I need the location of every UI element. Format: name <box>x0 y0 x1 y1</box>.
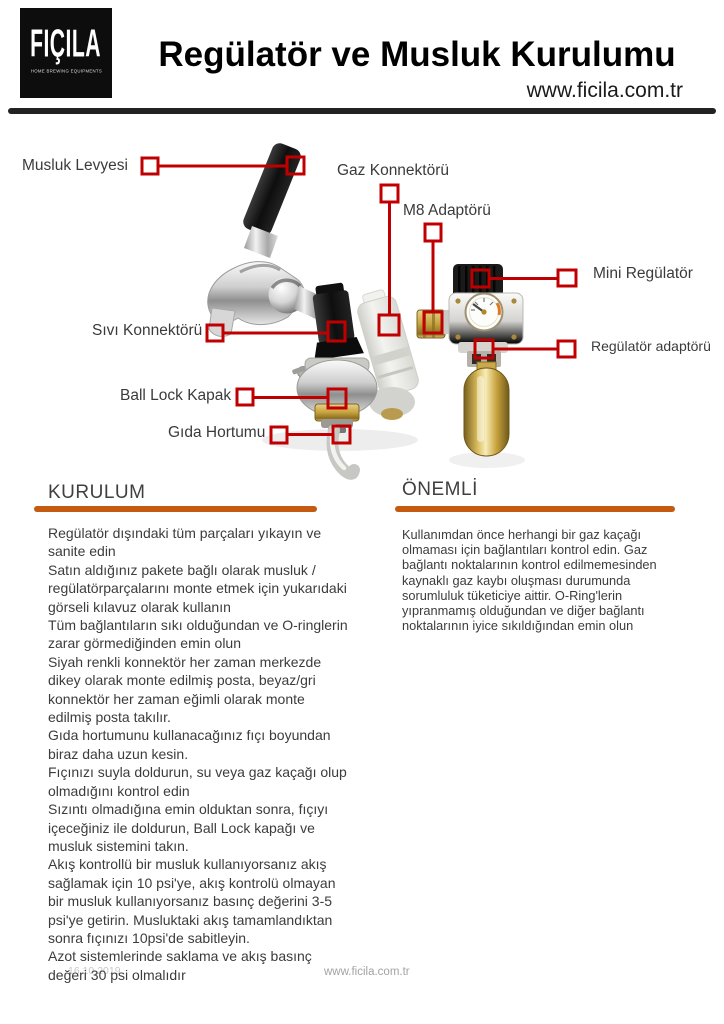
photo-shadows <box>262 429 525 468</box>
kurulum-paragraph: Sızıntı olmadığına emin olduktan sonra, … <box>48 801 329 854</box>
header-website: www.ficila.com.tr <box>526 79 683 102</box>
label-m8-adaptoru: M8 Adaptörü <box>403 202 491 219</box>
kurulum-paragraph: Akış kontrollü bir musluk kullanıyorsanı… <box>48 856 336 946</box>
kurulum-text: Regülatör dışındaki tüm parçaları yıkayı… <box>48 524 350 984</box>
mini-regulator-part <box>442 264 524 457</box>
section-heading-onemli: ÖNEMLİ <box>402 479 478 500</box>
product-illustration <box>140 143 578 480</box>
brand-logo: FIÇILA HOME BREWING EQUIPMENTS <box>20 8 112 98</box>
pressure-gauge <box>464 292 504 332</box>
footer-website: www.ficila.com.tr <box>324 966 410 978</box>
faucet-part <box>207 143 323 337</box>
coupler-right-brass <box>381 408 403 420</box>
onemli-text: Kullanımdan önce herhangi bir gaz kaçağı… <box>402 527 692 633</box>
brand-logo-text: FIÇILA <box>30 20 102 65</box>
callout-target-mini-regulator <box>470 268 491 289</box>
page-title: Regülatör ve Musluk Kurulumu <box>158 35 676 74</box>
coupler-right-metal <box>369 387 415 417</box>
callout-box-regulator-adaptoru <box>556 339 577 359</box>
footer-date: 16.10.2019 <box>68 965 121 977</box>
callout-box-gida-hortumu <box>269 425 289 445</box>
callout-box-mini-regulator <box>556 268 578 288</box>
kurulum-paragraph: Regülatör dışındaki tüm parçaları yıkayı… <box>48 525 322 560</box>
callout-overlays <box>140 155 578 445</box>
co2-cartridge <box>463 361 510 457</box>
kurulum-paragraph: Azot sistemlerinde saklama ve akış basın… <box>48 948 312 983</box>
callout-target-musluk-levyesi <box>285 155 306 176</box>
label-mini-regulator: Mini Regülatör <box>593 265 693 282</box>
accent-bar-left <box>34 506 317 512</box>
label-gida-hortumu: Gıda Hortumu <box>168 424 266 441</box>
label-regulator-adaptoru: Regülatör adaptörü <box>591 338 711 354</box>
ball-lock-coupler-part <box>292 357 378 433</box>
kurulum-paragraph: Satın aldığınız pakete bağlı olarak musl… <box>48 561 347 615</box>
label-ball-lock-kapak: Ball Lock Kapak <box>120 387 232 404</box>
accent-bar-right <box>395 506 675 512</box>
callout-box-musluk-levyesi <box>140 156 160 176</box>
food-hose-part <box>326 424 360 480</box>
label-musluk-levyesi: Musluk Levyesi <box>22 157 128 174</box>
callout-target-ball-lock-kapak <box>326 387 348 410</box>
callout-target-m8-adaptoru <box>422 310 444 335</box>
callout-box-gaz-konnektoru <box>379 183 400 204</box>
callout-target-sivi-konnektoru <box>326 320 347 343</box>
callout-box-sivi-konnektoru <box>205 323 225 343</box>
kurulum-paragraph: Fıçınızı suyla doldurun, su veya gaz kaç… <box>48 764 347 799</box>
callout-target-gaz-konnektoru <box>377 313 401 337</box>
gas-connector-part <box>357 289 419 397</box>
liquid-connector-part <box>312 282 364 361</box>
callout-target-gida-hortumu <box>331 424 352 445</box>
label-gaz-konnektoru: Gaz Konnektörü <box>337 162 450 179</box>
kurulum-paragraph: Tüm bağlantıların sıkı olduğundan ve O-r… <box>48 617 348 652</box>
section-heading-kurulum: KURULUM <box>48 482 146 503</box>
callout-box-m8-adaptoru <box>423 222 443 243</box>
callout-box-ball-lock-kapak <box>235 387 255 407</box>
brand-logo-tagline: HOME BREWING EQUIPMENTS <box>30 69 102 74</box>
onemli-paragraph: Kullanımdan önce herhangi bir gaz kaçağı… <box>402 527 657 634</box>
label-sivi-konnektoru: Sıvı Konnektörü <box>92 322 203 339</box>
kurulum-paragraph: Siyah renkli konnektör her zaman merkezd… <box>48 653 322 726</box>
regulator-adapter-part <box>467 351 501 367</box>
callout-target-regulator-adaptoru <box>473 338 495 360</box>
kurulum-paragraph: Gıda hortumunu kullanacağınız fıçı boyun… <box>48 727 331 762</box>
header-divider <box>8 108 716 114</box>
m8-adapter-part <box>416 309 446 339</box>
